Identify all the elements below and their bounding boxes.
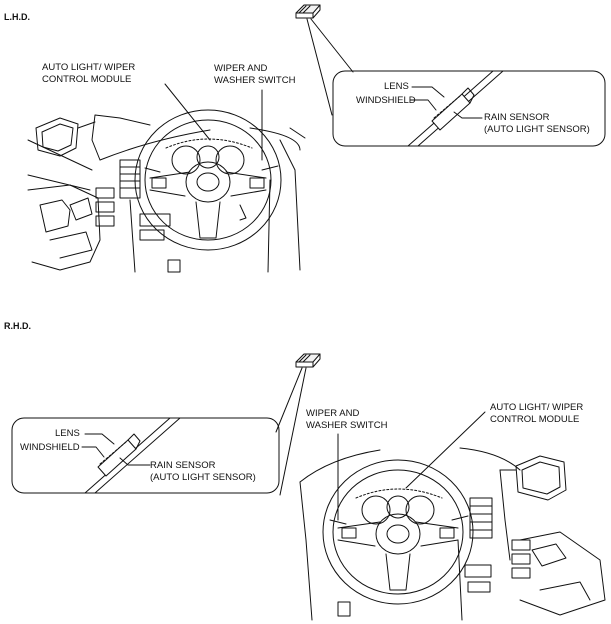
lhd-sensor-inset (332, 70, 606, 147)
rhd-heading: R.H.D. (4, 321, 31, 331)
lhd-inset-windshield-label: WINDSHIELD (356, 95, 416, 106)
lhd-inset-lens-label: LENS (384, 81, 409, 92)
rhd-inset-windshield-label: WINDSHIELD (20, 442, 80, 453)
lhd-dashboard (27, 109, 306, 273)
lhd-heading: L.H.D. (4, 12, 30, 22)
lhd-module-label: AUTO LIGHT/ WIPER CONTROL MODULE (42, 62, 136, 85)
rhd-leader-lines (337, 411, 486, 521)
rhd-inset-sensor-label: RAIN SENSOR (AUTO LIGHT SENSOR) (150, 460, 256, 483)
rhd-callout-lines (275, 367, 307, 496)
rhd-switch-label: WIPER AND WASHER SWITCH (306, 408, 388, 431)
lhd-leader-lines (164, 83, 263, 161)
rhd-dashboard (299, 447, 606, 621)
lhd-callout-lines (306, 18, 354, 116)
lhd-sensor-thumbnail (295, 4, 321, 19)
lhd-inset-sensor-label: RAIN SENSOR (AUTO LIGHT SENSOR) (484, 112, 590, 135)
rhd-sensor-inset (11, 417, 280, 494)
lhd-switch-label: WIPER AND WASHER SWITCH (214, 63, 296, 86)
rhd-sensor-thumbnail (295, 353, 321, 368)
rhd-module-label: AUTO LIGHT/ WIPER CONTROL MODULE (490, 402, 584, 425)
rhd-inset-lens-label: LENS (55, 428, 80, 439)
